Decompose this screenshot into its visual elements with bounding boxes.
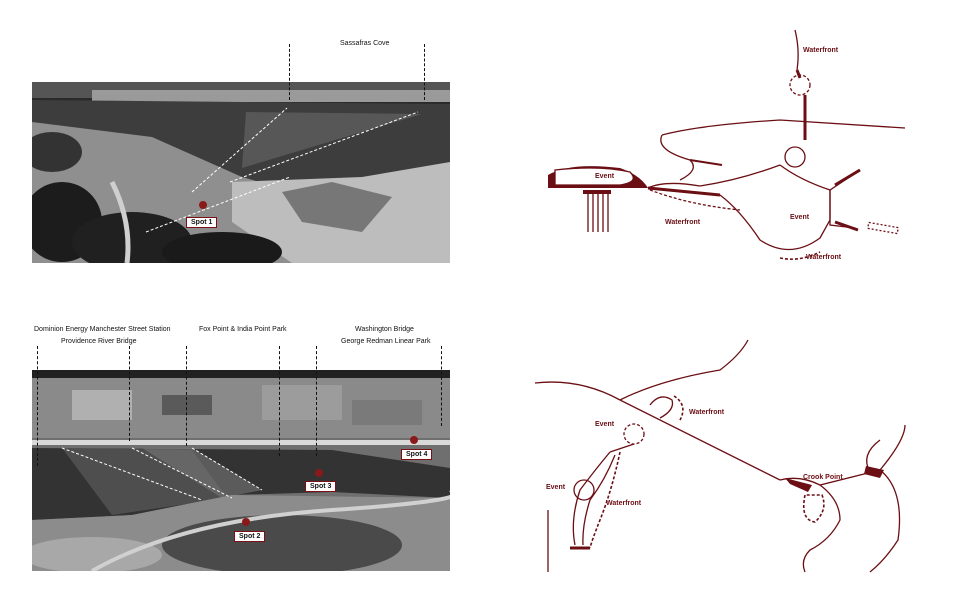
top-map-event-east: Event xyxy=(790,214,810,221)
washington-bridge-marker-right xyxy=(441,346,442,426)
bottom-map-event-west: Event xyxy=(546,484,566,491)
bottom-map-waterfront-west: Waterfront xyxy=(606,500,642,507)
bottom-aerial-photo xyxy=(32,370,450,571)
spot-2-pin xyxy=(242,518,250,526)
dominion-marker xyxy=(37,346,38,466)
bottom-map-event-north: Event xyxy=(595,421,615,428)
spot-3-label: Spot 3 xyxy=(305,481,337,492)
landmark-providence-river-bridge: Providence River Bridge xyxy=(61,338,137,345)
landmark-washington-bridge: Washington Bridge xyxy=(355,326,414,333)
landmark-sassafras-cove: Sassafras Cove xyxy=(340,40,390,47)
fox-point-marker-right xyxy=(279,346,280,456)
top-map-event-island: Event xyxy=(595,173,615,180)
top-aerial-photo xyxy=(32,82,450,263)
spot-3-pin xyxy=(315,469,323,477)
sassafras-cove-marker-right xyxy=(424,44,425,100)
spot-1-pin xyxy=(199,201,207,209)
providence-bridge-marker xyxy=(129,346,130,441)
spot-2-label: Spot 2 xyxy=(234,531,266,542)
landmark-dominion-energy: Dominion Energy Manchester Street Statio… xyxy=(34,326,171,333)
top-photo-graphic xyxy=(32,82,450,263)
spot-4-label: Spot 4 xyxy=(401,449,433,460)
spot-4-pin xyxy=(410,436,418,444)
spot-1-label: Spot 1 xyxy=(186,217,218,228)
top-map-waterfront-south: Waterfront xyxy=(806,254,842,261)
top-map-waterfront-west: Waterfront xyxy=(665,219,701,226)
fox-point-marker-left xyxy=(186,346,187,446)
landmark-george-redman: George Redman Linear Park xyxy=(341,338,431,345)
landmark-fox-point: Fox Point & India Point Park xyxy=(199,326,287,333)
bottom-photo-graphic xyxy=(32,370,450,571)
washington-bridge-marker-left xyxy=(316,346,317,456)
top-map-waterfront-north: Waterfront xyxy=(803,47,839,54)
bottom-map-waterfront-north: Waterfront xyxy=(689,409,725,416)
sassafras-cove-marker-left xyxy=(289,44,290,100)
bottom-map-crook-point: Crook Point xyxy=(803,474,843,481)
